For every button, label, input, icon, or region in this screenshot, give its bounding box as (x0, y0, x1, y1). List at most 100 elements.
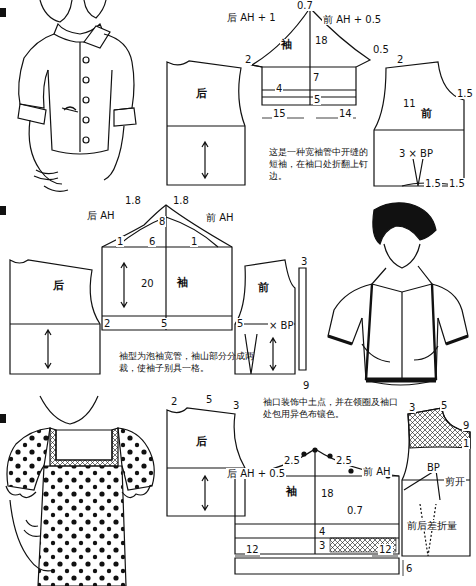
dimension-label: 前 AH (205, 212, 235, 223)
dimension-label: 3 (232, 400, 240, 411)
dimension-label: 5 (236, 318, 244, 329)
dimension-label: 1.5 (448, 178, 466, 189)
dimension-label: 1.8 (124, 195, 142, 206)
dimension-label: 1 (190, 236, 198, 247)
piece-line (235, 449, 399, 554)
piece-line (202, 476, 208, 510)
dimension-label: 9 (462, 420, 470, 431)
note-text: 袖型为泡袖宽管，袖山部分分成两裁，使袖子别具一格。 (118, 350, 255, 374)
dimension-label: 11 (402, 98, 417, 109)
pattern-piece: 前 (372, 58, 470, 190)
dimension-label: 3 (318, 540, 326, 551)
pattern-piece: 前 (233, 258, 313, 380)
dimension-label: 3 × BP (398, 148, 434, 159)
piece-line (374, 129, 464, 130)
figure-row2 (328, 203, 468, 385)
dimension-label: 0.7 (346, 505, 364, 516)
piece-outline (233, 258, 313, 380)
dimension-label: BP (426, 462, 441, 473)
dimension-label: 8 (158, 216, 166, 227)
front-piece-row3 (402, 408, 470, 556)
dimension-label: 2 (103, 318, 111, 329)
dimension-label: 剪开 (444, 476, 466, 487)
dimension-label: 2 (244, 54, 252, 65)
piece-line (235, 523, 399, 524)
dimension-label: 14 (338, 108, 353, 119)
figure-row3 (6, 396, 154, 586)
dimension-label: 2.5 (283, 455, 301, 466)
piece-line (116, 217, 218, 247)
piece-name: 后 (195, 436, 208, 448)
piece-line (374, 62, 464, 186)
dimension-label: 4 (318, 526, 326, 537)
dimension-label: 7 (312, 72, 320, 83)
note-text: 这是一种宽袖管中开缝的短袖，在袖口处折翻上钉边。 (268, 146, 370, 182)
piece-name: 后 (195, 88, 208, 100)
note-text: 袖口装饰中土点，并在领圈及袖口处包用异色布镶色。 (262, 396, 402, 420)
piece-name: 后 (52, 280, 65, 292)
dimension-label: 12 (378, 544, 393, 555)
piece-line (102, 315, 232, 316)
dimension-label: 2.5 (335, 455, 353, 466)
dimension-label: 后 AH + 0.5 (226, 468, 286, 479)
piece-line (10, 260, 100, 374)
piece-line (270, 338, 276, 370)
piece-line (235, 537, 399, 538)
dimension-label: 4 (275, 83, 283, 94)
piece-line (167, 125, 245, 126)
piece-line (167, 408, 245, 516)
dimension-label: 3 (408, 402, 416, 413)
dimension-label: 20 (140, 278, 155, 289)
dimension-label: 5 (440, 400, 448, 411)
dimension-label: 前 AH (362, 466, 392, 477)
piece-name: 袖 (176, 277, 189, 289)
dimension-label: 1.8 (172, 195, 190, 206)
piece-line (10, 323, 100, 324)
dimension-label: 2 (396, 54, 404, 65)
piece-name: 前 (420, 108, 433, 120)
dimension-label: 5 (160, 318, 168, 329)
dimension-label: 后 AH + 1 (226, 12, 277, 23)
dimension-label: 12 (245, 544, 260, 555)
piece-outline (165, 58, 247, 188)
dimension-lines (235, 118, 403, 576)
piece-line (235, 558, 399, 574)
piece-line (252, 65, 262, 67)
pattern-piece: 后 (165, 58, 247, 188)
dimension-label: 前后差折量 (406, 520, 458, 531)
dimension-label: 1 (116, 236, 124, 247)
piece-line (121, 263, 127, 307)
dimension-label: 后 AH (86, 210, 116, 221)
dimension-label: 5 (313, 94, 321, 105)
dimension-label: 18 (320, 488, 335, 499)
dimension-label: 15 (272, 108, 287, 119)
dimension-label: 6 (405, 563, 413, 574)
dimension-label: × BP (268, 320, 294, 331)
piece-line (202, 142, 208, 178)
figure-row1 (18, 0, 136, 191)
dimension-label: 2 (170, 396, 178, 407)
dimension-label: 0.5 (372, 44, 390, 55)
piece-line (45, 330, 51, 368)
dimension-label: 1 (462, 438, 470, 449)
dimension-label: 1.5 (424, 178, 442, 189)
piece-line (299, 268, 306, 370)
dimension-label: 1.5 (456, 88, 474, 99)
dimension-label: 18 (314, 35, 329, 46)
piece-line (262, 96, 356, 97)
dimension-label: 0.7 (296, 0, 314, 11)
dimension-label: 9 (302, 380, 310, 391)
section-marker (0, 8, 6, 423)
dimension-label: 前 AH + 0.5 (322, 14, 382, 25)
piece-line (262, 66, 356, 67)
dimension-label: 5 (205, 394, 213, 405)
piece-name: 袖 (285, 486, 298, 498)
dimension-label: 3 (300, 256, 308, 267)
piece-line (167, 61, 245, 185)
piece-outline (372, 58, 470, 190)
piece-name: 前 (257, 282, 270, 294)
piece-line (102, 205, 232, 330)
piece-name: 袖 (280, 39, 293, 51)
